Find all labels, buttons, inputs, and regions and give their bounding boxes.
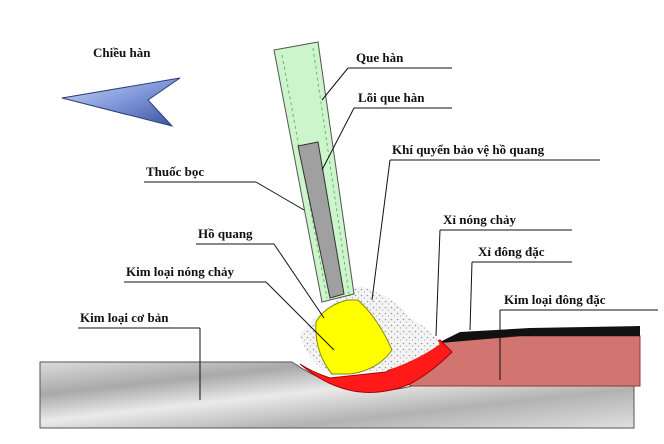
leader-lines xyxy=(78,67,658,400)
label-arc: Hồ quang xyxy=(198,226,253,241)
label-molten-slag: Xỉ nóng chảy xyxy=(443,212,516,227)
welding-direction-arrow-icon xyxy=(61,77,181,127)
arc xyxy=(315,299,393,375)
label-shielding-gas: Khí quyển bảo vệ hồ quang xyxy=(392,142,545,157)
label-electrode-core: Lõi que hàn xyxy=(358,90,425,105)
label-base-metal: Kim loại cơ bản xyxy=(80,310,169,325)
label-solid-slag: Xỉ đông đặc xyxy=(478,244,545,259)
label-flux-coating: Thuốc bọc xyxy=(146,164,204,179)
label-electrode: Que hàn xyxy=(356,50,404,65)
label-molten-metal: Kim loại nóng chảy xyxy=(126,264,234,279)
electrode-core xyxy=(297,141,345,299)
label-direction: Chiều hàn xyxy=(93,45,151,60)
label-solid-metal: Kim loại đông đặc xyxy=(504,292,606,307)
molten-weld-pool xyxy=(299,339,453,393)
solidified-slag xyxy=(440,326,640,343)
